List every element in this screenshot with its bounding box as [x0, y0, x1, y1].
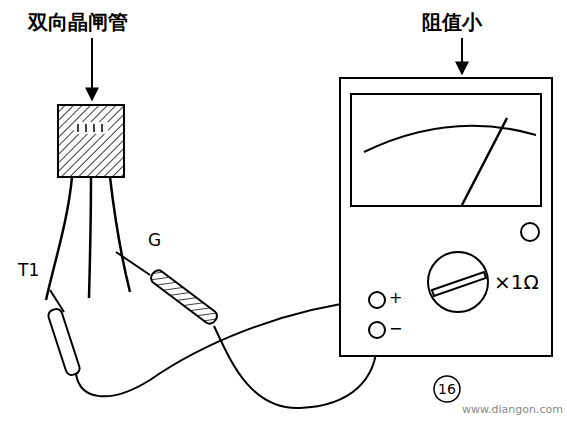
triac-symbol [46, 105, 130, 300]
reading-note: 阻值小 [422, 12, 482, 32]
watermark: www.diangon.com [462, 404, 563, 415]
leader-arrow [461, 38, 463, 74]
leader-arrow [91, 38, 93, 100]
test-lead [76, 300, 369, 396]
pin-name: G [148, 232, 161, 249]
terminal-sign: − [389, 321, 402, 337]
multimeter [340, 78, 552, 356]
pin-name: T1 [18, 262, 39, 279]
probe [47, 290, 81, 376]
callout-circle [434, 376, 460, 402]
callout-number: 16 [438, 382, 456, 396]
component-name: 双向晶闸管 [28, 12, 128, 32]
terminal-sign: + [389, 290, 402, 306]
range-setting: ×1Ω [494, 272, 539, 292]
probe [116, 252, 219, 326]
